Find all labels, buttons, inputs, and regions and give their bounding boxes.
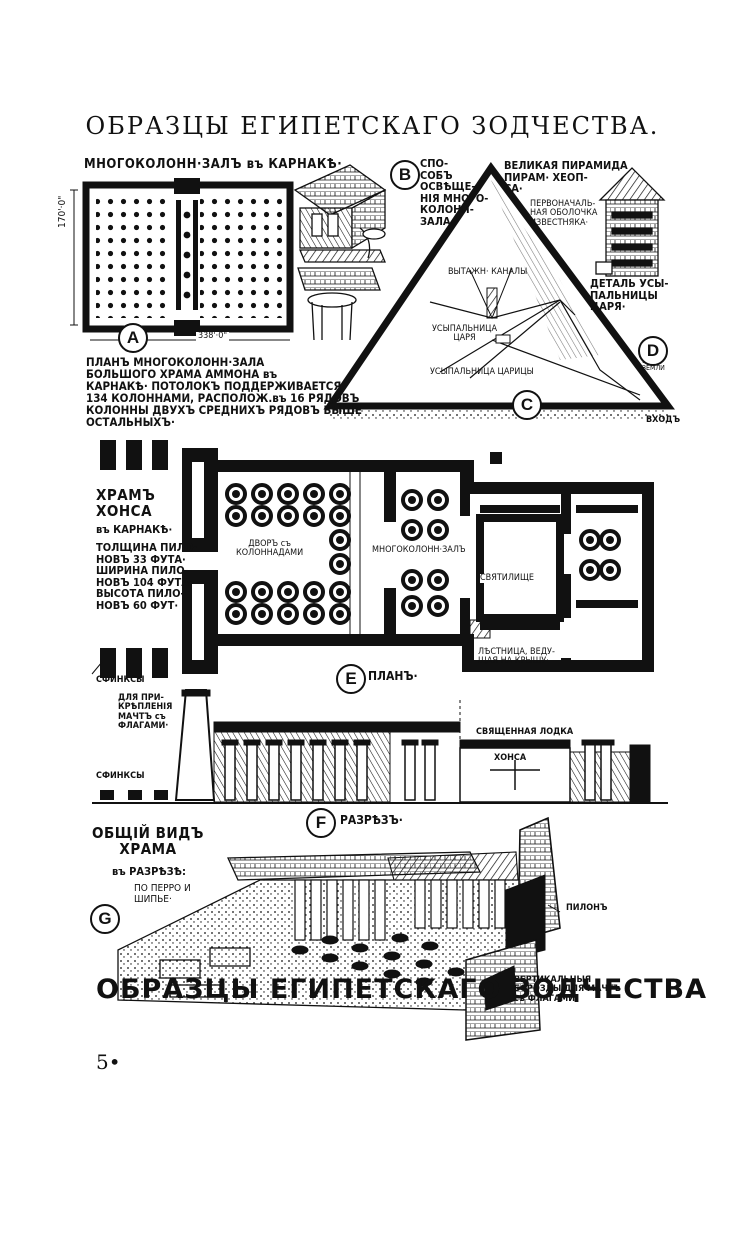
panel-c-letter: C — [512, 390, 542, 420]
panel-d-caption: ДЕТАЛЬ УСЫ- ПАЛЬНИЦЫ ЦАРЯ· — [590, 277, 669, 314]
panel-e-sphinxes: СФИНКСЫ — [96, 675, 145, 685]
page-number: 5• — [96, 1050, 121, 1074]
panel-a-plan — [70, 178, 294, 341]
panel-c-heading: ВЕЛИКАЯ ПИРАМИДА ПИРАМ· ХЕОП- СА· — [504, 159, 628, 196]
panel-e-letter: E — [336, 664, 366, 694]
panel-e-heading: ХРАМЪ ХОНСА — [96, 486, 156, 520]
panel-b-caption: СПО- СОБЪ ОСВѢЩЕ- НІЯ МНОГО- КОЛОНН- ЗАЛ… — [420, 157, 489, 228]
panel-b-letter: B — [390, 160, 420, 190]
panel-e-sanctuary: СВЯТИЛИЩЕ — [480, 573, 534, 584]
panel-b-clerestory — [293, 164, 387, 341]
panel-e-hypostyle: МНОГОКОЛОНН·ЗАЛЪ — [372, 545, 466, 556]
panel-c-entrance: ВХОДЪ — [646, 415, 681, 425]
panel-c-queens-tomb: УСЫПАЛЬНИЦА ЦАРИЦЫ — [430, 367, 534, 377]
panel-g-heading: ОБЩІЙ ВИДЪ ХРАМА — [92, 824, 204, 858]
panel-f-sphinxes: СФИНКСЫ — [96, 771, 145, 781]
panel-g-letter: G — [90, 904, 120, 934]
panel-g-general-view — [117, 816, 561, 1041]
panel-f-khonsu: ХОНСА — [494, 753, 527, 763]
temple-columns — [225, 483, 621, 625]
panel-c-kings-tomb: УСЫПАЛЬНИЦА ЦАРЯ — [432, 324, 497, 344]
panel-e-subheading: въ КАРНАКѢ· — [96, 523, 173, 536]
panel-d-letter: D — [638, 336, 668, 366]
panel-g-subheading: въ РАЗРѢЗѢ: — [112, 865, 186, 878]
panel-c-outer-casing: ПЕРВОНАЧАЛЬ- НАЯ ОБОЛОЧКА ИЗВЕСТНЯКА· — [530, 199, 598, 228]
panel-a-heading: МНОГОКОЛОНН·ЗАЛЪ въ КАРНАКѢ· — [84, 157, 343, 172]
panel-e-stairs: ЛѢСТНИЦА, ВЕДУ- ЩАЯ НА КРЫШУ· — [478, 647, 555, 667]
panel-c-pyramid — [323, 161, 675, 464]
panel-f-section-label: РАЗРѢЗЪ· — [340, 813, 403, 827]
view-column-bases — [159, 933, 465, 998]
banner-lettering: ОБРАЗЦЫ ЕГИПЕТСКАГО ЗОДЧЕСТВА — [96, 974, 708, 1005]
panel-e-plan-label: ПЛАНЪ· — [368, 669, 418, 683]
panel-e-temple-plan — [91, 440, 654, 678]
panel-c-shafts: ВЫТАЖН· КАНАЛЫ — [448, 267, 528, 277]
panel-a-width-dim: 338'·0" — [196, 331, 230, 342]
panel-a-height-dim: 170'·0" — [57, 195, 68, 228]
panel-g-credit: ПО ПЕРРО И ШИПЬЕ· — [134, 883, 191, 905]
panel-f-letter: F — [306, 808, 336, 838]
view-columns — [294, 879, 506, 941]
panel-f-mast-note: ДЛЯ ПРИ- КРѢПЛЕНІЯ МАЧТЪ съ ФЛАГАМИ· — [118, 693, 173, 732]
panel-a-caption: ПЛАНЪ МНОГОКОЛОНН·ЗАЛА БОЛЬШОГО ХРАМА АМ… — [86, 355, 362, 430]
panel-d-chamber-detail — [595, 167, 666, 277]
panel-e-court: ДВОРЪ съ КОЛОННАДАМИ — [236, 539, 304, 559]
section-columns — [221, 739, 615, 801]
panel-a-letter: A — [118, 323, 148, 353]
panel-e-specs: ТОЛЩИНА ПИЛО- НОВЪ 33 ФУТА· ШИРИНА ПИЛО-… — [96, 541, 198, 612]
panel-g-pylon: ПИЛОНЪ — [566, 903, 608, 913]
panel-g-groove: ВЕРТИКАЛЬНЫЯ БОРОЗДЫ ДЛЯ МАЧТЪ съ ФЛАГАМ… — [514, 975, 622, 1004]
panel-f-sacred-boat: СВЯЩЕННАЯ ЛОДКА — [476, 727, 574, 737]
page-title: ОБРАЗЦЫ ЕГИПЕТСКАГО ЗОДЧЕСТВА. — [85, 112, 660, 140]
panel-f-temple-section — [92, 689, 668, 804]
